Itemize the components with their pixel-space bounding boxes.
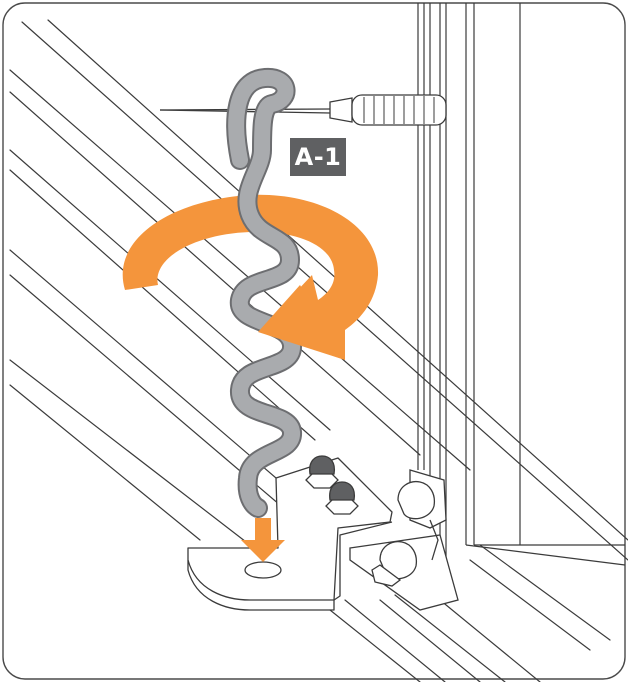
step-label-badge: A-1: [290, 138, 346, 176]
